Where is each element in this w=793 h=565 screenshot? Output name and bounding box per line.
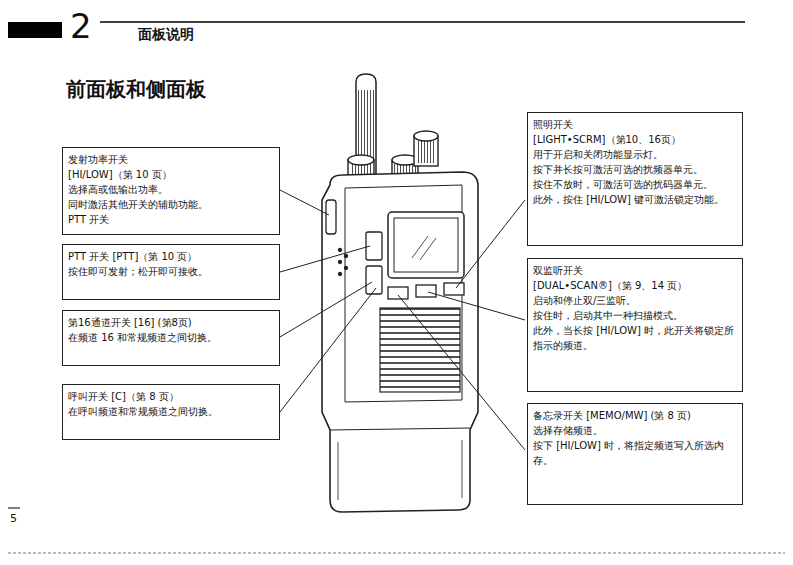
callout-text: 选择高或低输出功率。 <box>68 182 274 197</box>
callout-text: 第16通道开关 [16] (第8页) <box>68 315 274 330</box>
page-rule <box>8 508 20 509</box>
callout-text: 备忘录开关 [MEMO/MW] (第 8 页) <box>533 408 737 423</box>
callout-text: 呼叫开关 [C]（第 8 页） <box>68 389 274 404</box>
leader-lines <box>280 190 525 450</box>
chapter-title: 面板说明 <box>138 26 194 44</box>
callout-box: PTT 开关 [PTT]（第 10 页）按住即可发射；松开即可接收。 <box>62 244 280 300</box>
callout-text: 发射功率开关 <box>68 152 274 167</box>
callout-text: 照明开关 <box>533 117 737 132</box>
callout-text: 按住即可发射；松开即可接收。 <box>68 264 274 279</box>
callout-text: 此外，当长按 [HI/LOW] 时，此开关将锁定所指示的频道。 <box>533 323 737 353</box>
callout-text: 在呼叫频道和常规频道之间切换。 <box>68 404 274 419</box>
callout-box: 呼叫开关 [C]（第 8 页）在呼叫频道和常规频道之间切换。 <box>62 384 280 440</box>
display <box>388 212 464 278</box>
callout-text: 选择存储频道。 <box>533 423 737 438</box>
callout-text: [HI/LOW]（第 10 页） <box>68 167 274 182</box>
callout-text: PTT 开关 [PTT]（第 10 页） <box>68 249 274 264</box>
speaker-grille <box>380 308 460 392</box>
callout-text: 按住时，启动其中一种扫描模式。 <box>533 308 737 323</box>
callout-text: 同时激活其他开关的辅助功能。 <box>68 197 274 212</box>
callout-box: 备忘录开关 [MEMO/MW] (第 8 页)选择存储频道。按下 [HI/LOW… <box>527 403 743 505</box>
callout-text: 按下 [HI/LOW] 时，将指定频道写入所选内存。 <box>533 438 737 468</box>
callout-text: 启动和停止双/三监听。 <box>533 293 737 308</box>
callout-text: PTT 开关 <box>68 212 274 227</box>
callout-box: 第16通道开关 [16] (第8页)在频道 16 和常规频道之间切换。 <box>62 310 280 366</box>
callout-text: 此外，按住 [HI/LOW] 键可激活锁定功能。 <box>533 192 737 207</box>
section-title: 前面板和侧面板 <box>66 76 206 103</box>
callout-box: 照明开关[LIGHT•SCRM]（第10、16页）用于开启和关闭功能显示灯。按下… <box>527 112 743 246</box>
callout-text: 在频道 16 和常规频道之间切换。 <box>68 330 274 345</box>
callout-text: 按住不放时，可激活可选的扰码器单元。 <box>533 177 737 192</box>
callout-text: [LIGHT•SCRM]（第10、16页） <box>533 132 737 147</box>
callout-text: [DUAL•SCAN®]（第 9、14 页） <box>533 278 737 293</box>
callout-text: 用于开启和关闭功能显示灯。 <box>533 147 737 162</box>
callout-box: 发射功率开关[HI/LOW]（第 10 页）选择高或低输出功率。同时激活其他开关… <box>62 147 280 235</box>
callout-box: 双监听开关[DUAL•SCAN®]（第 9、14 页）启动和停止双/三监听。按住… <box>527 258 743 392</box>
chapter-number: 2 <box>70 6 92 46</box>
callout-text: 按下并长按可激活可选的扰频器单元。 <box>533 162 737 177</box>
page-number: 5 <box>10 512 17 525</box>
callout-text: 双监听开关 <box>533 263 737 278</box>
radio-body <box>322 172 478 512</box>
footer-rule <box>8 553 785 554</box>
header-rule <box>100 21 745 23</box>
side-buttons <box>326 200 382 294</box>
header-bar <box>8 22 62 38</box>
